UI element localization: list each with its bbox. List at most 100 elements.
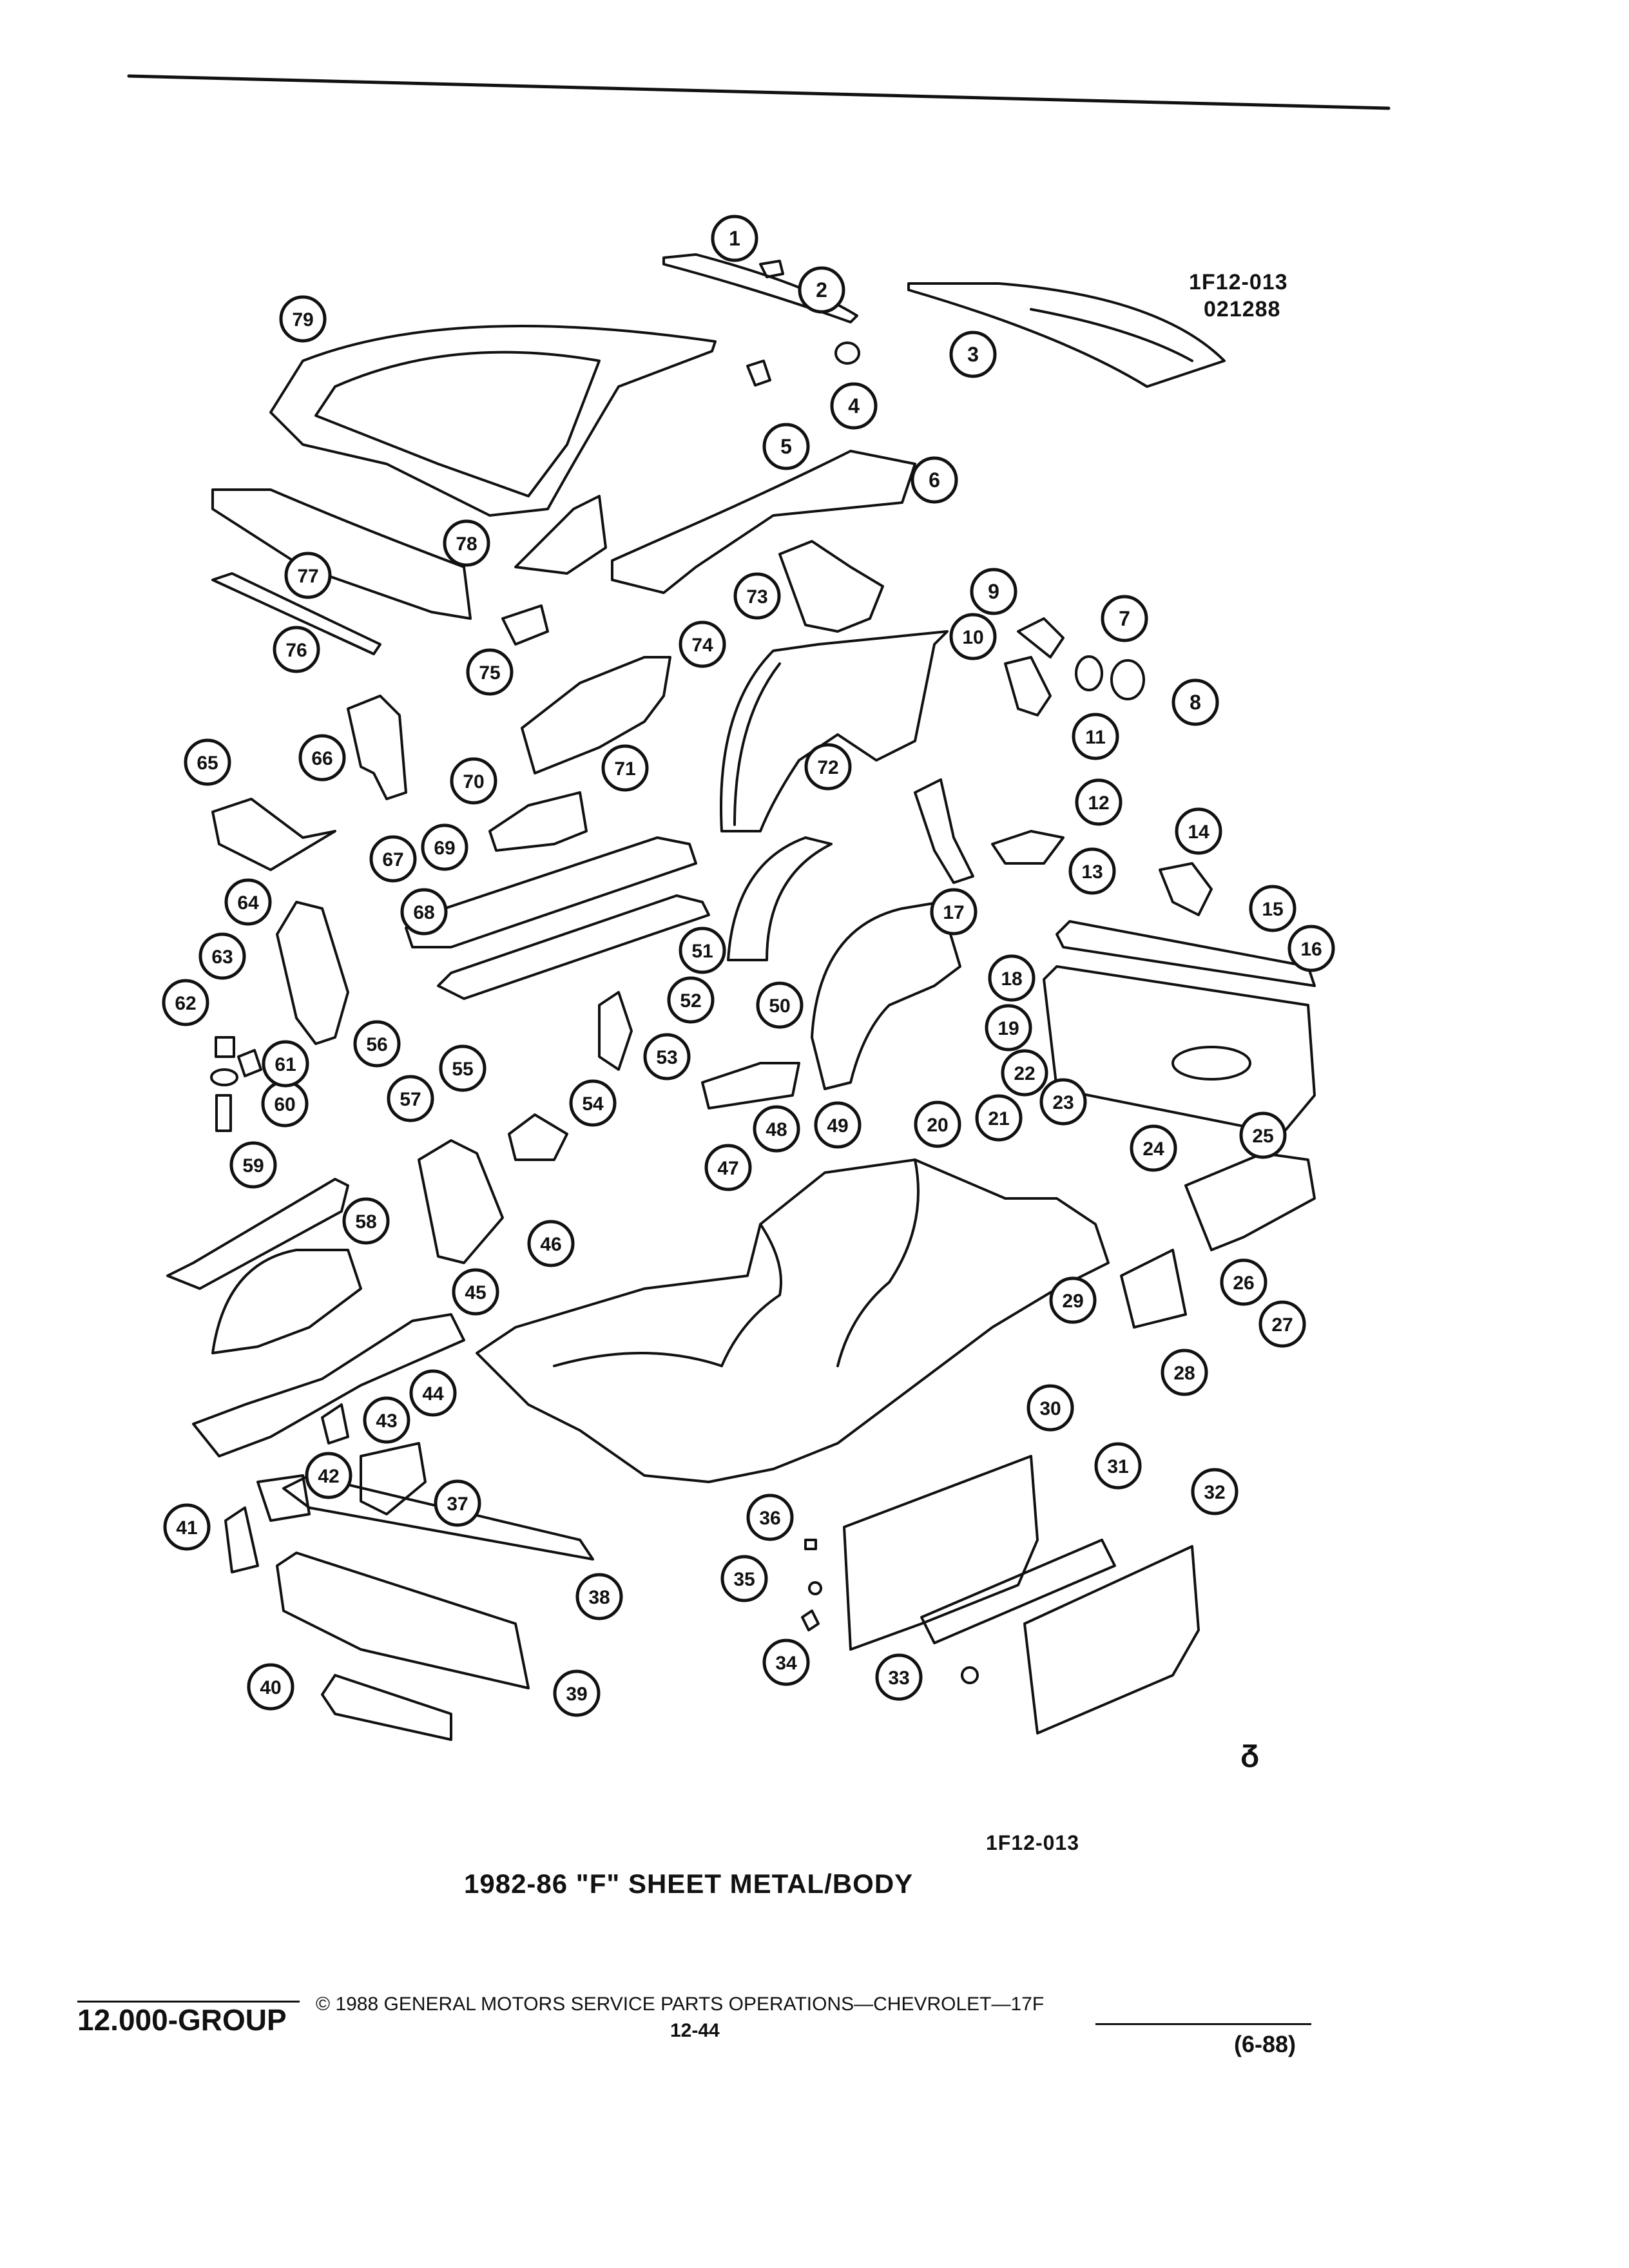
callout-circle	[443, 519, 490, 567]
callout-number: 73	[746, 586, 767, 608]
callout-number: 35	[733, 1569, 755, 1590]
door-panel-32	[1023, 1545, 1200, 1735]
callout-number: 40	[260, 1677, 281, 1698]
callout-circle	[409, 1369, 457, 1417]
callout-circle	[1039, 1078, 1087, 1126]
callout-33: 33	[875, 1653, 923, 1701]
callout-circle	[247, 1663, 294, 1711]
callout-number: 46	[540, 1234, 561, 1255]
bracket-53	[598, 991, 633, 1071]
callout-number: 44	[422, 1383, 444, 1405]
bracket-41	[224, 1506, 259, 1573]
callout-66: 66	[298, 734, 346, 782]
callout-36: 36	[746, 1494, 794, 1541]
callout-circle	[830, 382, 878, 430]
callout-11: 11	[1072, 713, 1119, 760]
door-sill-31	[920, 1539, 1116, 1644]
ref-code: 1F12-013	[1189, 270, 1288, 294]
callout-circle	[930, 888, 978, 936]
roof-panel	[269, 325, 717, 517]
callout-25: 25	[1239, 1111, 1287, 1159]
callout-number: 78	[456, 533, 477, 555]
callout-circle	[569, 1079, 617, 1127]
roof-rear-rail	[611, 450, 916, 594]
callout-number: 64	[237, 892, 259, 914]
callout-65: 65	[184, 738, 231, 786]
callout-number: 50	[769, 995, 790, 1017]
callout-circle	[949, 331, 997, 378]
callout-number: 56	[366, 1034, 387, 1055]
floor-pan	[476, 1158, 1110, 1483]
rocker-68	[405, 836, 697, 948]
wheelhouse-inner	[811, 901, 961, 1090]
callout-73: 73	[733, 572, 781, 620]
quarter-edge	[733, 662, 781, 826]
footer-rule-right	[1095, 2023, 1311, 2025]
callout-number: 6	[929, 468, 940, 492]
callout-number: 12	[1088, 793, 1109, 814]
pillar-57	[418, 1139, 504, 1264]
pillar-bracket	[514, 495, 607, 575]
callout-15: 15	[1249, 885, 1296, 932]
callout-5: 5	[762, 423, 810, 470]
footer-copyright: © 1988 GENERAL MOTORS SERVICE PARTS OPER…	[316, 1994, 1045, 2015]
callout-circle	[224, 878, 272, 926]
footer-rule-left	[77, 2001, 300, 2003]
callout-37: 37	[434, 1479, 481, 1527]
floor-tunnel-right	[836, 1158, 920, 1367]
callout-number: 65	[197, 753, 218, 774]
callout-number: 53	[656, 1047, 677, 1068]
callout-number: 39	[566, 1684, 587, 1705]
callout-circle	[1094, 1442, 1142, 1490]
callout-number: 33	[888, 1667, 909, 1689]
callout-number: 17	[943, 902, 964, 923]
clip	[759, 260, 784, 278]
footer-page-number: 12-44	[670, 2020, 720, 2041]
callout-44: 44	[409, 1369, 457, 1417]
callout-14: 14	[1175, 807, 1222, 855]
callout-circle	[1175, 807, 1222, 855]
callout-50: 50	[756, 981, 804, 1029]
callout-45: 45	[452, 1268, 499, 1316]
callout-number: 5	[780, 435, 792, 458]
radiator-upper	[282, 1474, 594, 1561]
callout-64: 64	[224, 878, 272, 926]
callout-circle	[1161, 1349, 1208, 1396]
callout-40: 40	[247, 1663, 294, 1711]
panel-69	[488, 791, 588, 852]
callout-47: 47	[704, 1144, 752, 1191]
fuel-door-housing	[1110, 659, 1145, 700]
callout-circle	[1171, 678, 1219, 726]
callout-58: 58	[342, 1197, 390, 1245]
callout-17: 17	[930, 888, 978, 936]
callout-52: 52	[667, 976, 715, 1024]
callout-28: 28	[1161, 1349, 1208, 1396]
callout-circle	[163, 1503, 211, 1551]
callout-72: 72	[804, 743, 852, 791]
callout-27: 27	[1258, 1300, 1306, 1348]
callout-23: 23	[1039, 1078, 1087, 1126]
callout-number: 41	[176, 1517, 197, 1539]
callout-75: 75	[466, 648, 514, 696]
callout-number: 63	[211, 947, 233, 968]
bracket-42	[256, 1474, 311, 1522]
callout-number: 38	[588, 1587, 610, 1608]
callout-4: 4	[830, 382, 878, 430]
callout-29: 29	[1049, 1276, 1097, 1324]
callout-number: 4	[848, 394, 860, 418]
callout-circle	[1072, 713, 1119, 760]
callout-number: 20	[927, 1115, 948, 1136]
callout-circle	[1068, 847, 1116, 895]
callout-62: 62	[162, 979, 209, 1026]
callout-number: 61	[275, 1054, 296, 1075]
callout-number: 48	[766, 1119, 787, 1140]
callout-number: 60	[274, 1094, 295, 1115]
callout-18: 18	[988, 954, 1036, 1002]
callout-circle	[1258, 1300, 1306, 1348]
body-mount-61	[210, 1068, 238, 1086]
small-bracket-75	[501, 604, 549, 646]
callout-76: 76	[273, 626, 320, 673]
rear-hatch-crease	[1030, 308, 1193, 362]
callout-78: 78	[443, 519, 490, 567]
